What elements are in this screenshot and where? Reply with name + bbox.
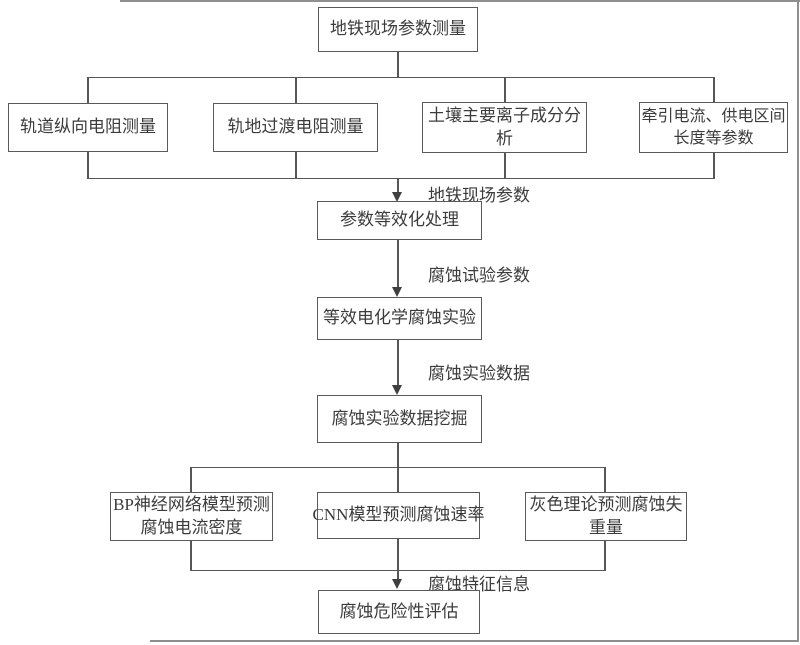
node-traction-current-params: 牵引电流、供电区间长度等参数 bbox=[639, 102, 788, 153]
node-parameter-equivalence: 参数等效化处理 bbox=[317, 201, 482, 240]
connector-center-3 bbox=[397, 340, 399, 386]
node-risk-assessment: 腐蚀危险性评估 bbox=[318, 590, 480, 634]
connector-drop-p1 bbox=[397, 467, 399, 492]
arrowhead-down-icon bbox=[392, 192, 402, 202]
node-rail-ground-resistance: 轨地过渡电阻测量 bbox=[213, 103, 378, 152]
connector-center-4 bbox=[397, 570, 399, 580]
node-label: 土壤主要离子成分分析 bbox=[428, 106, 581, 148]
connector-center-1 bbox=[397, 178, 399, 193]
arrowhead-down-icon bbox=[392, 579, 402, 589]
connector-drop-m3 bbox=[713, 77, 715, 103]
arrowhead-down-icon bbox=[392, 385, 402, 395]
node-grey-theory-prediction: 灰色理论预测腐蚀失重量 bbox=[525, 492, 687, 541]
node-label: 地铁现场参数测量 bbox=[330, 19, 466, 39]
connector-rise-m3 bbox=[713, 153, 715, 179]
connector-drop-m1 bbox=[295, 77, 297, 103]
edge-label-feature-info: 腐蚀特征信息 bbox=[428, 575, 530, 594]
arrowhead-down-icon bbox=[392, 287, 402, 297]
node-label: 等效电化学腐蚀实验 bbox=[323, 308, 476, 328]
node-data-mining: 腐蚀实验数据挖掘 bbox=[317, 395, 482, 443]
connector-mining-down bbox=[397, 443, 399, 468]
edge-label-experiment-data: 腐蚀实验数据 bbox=[428, 364, 530, 383]
node-site-measurement: 地铁现场参数测量 bbox=[318, 7, 478, 52]
node-label: 轨道纵向电阻测量 bbox=[20, 117, 156, 137]
connector-rise-m2 bbox=[504, 153, 506, 179]
connector-collect-bus bbox=[88, 177, 715, 179]
figure-border-top bbox=[120, 0, 800, 2]
figure-border-bottom bbox=[150, 640, 798, 642]
connector-drop-p0 bbox=[190, 467, 192, 492]
connector-source-down bbox=[397, 52, 399, 77]
connector-top-bus bbox=[88, 76, 715, 78]
connector-rise-p0 bbox=[190, 541, 192, 571]
connector-rise-m0 bbox=[87, 152, 89, 179]
connector-center-2 bbox=[397, 240, 399, 288]
connector-merge-bus bbox=[191, 569, 606, 571]
node-label: 轨地过渡电阻测量 bbox=[227, 117, 364, 137]
node-label: BP神经网络模型预测腐蚀电流密度 bbox=[113, 495, 270, 537]
node-soil-ion-analysis: 土壤主要离子成分分析 bbox=[422, 102, 587, 153]
node-cnn-prediction: CNN模型预测腐蚀速率 bbox=[313, 492, 484, 539]
node-label: 牵引电流、供电区间长度等参数 bbox=[641, 108, 786, 147]
node-bp-prediction: BP神经网络模型预测腐蚀电流密度 bbox=[110, 492, 273, 541]
connector-drop-p2 bbox=[604, 467, 606, 492]
node-label: 参数等效化处理 bbox=[340, 210, 459, 230]
connector-drop-m2 bbox=[504, 77, 506, 103]
node-electrochemical-experiment: 等效电化学腐蚀实验 bbox=[317, 297, 482, 340]
figure-border-right bbox=[797, 0, 799, 642]
connector-rise-p1 bbox=[397, 539, 399, 571]
edge-label-site-params: 地铁现场参数 bbox=[428, 186, 530, 205]
connector-rise-m1 bbox=[295, 152, 297, 179]
edge-label-test-params: 腐蚀试验参数 bbox=[428, 266, 530, 285]
node-label: 腐蚀实验数据挖掘 bbox=[331, 408, 468, 428]
connector-rise-p2 bbox=[604, 541, 606, 571]
node-label: 腐蚀危险性评估 bbox=[339, 601, 459, 621]
connector-split-bus bbox=[191, 466, 606, 468]
connector-drop-m0 bbox=[87, 77, 89, 103]
node-label: CNN模型预测腐蚀速率 bbox=[312, 505, 485, 525]
node-label: 灰色理论预测腐蚀失重量 bbox=[529, 495, 683, 537]
node-rail-longitudinal-resistance: 轨道纵向电阻测量 bbox=[8, 103, 168, 152]
